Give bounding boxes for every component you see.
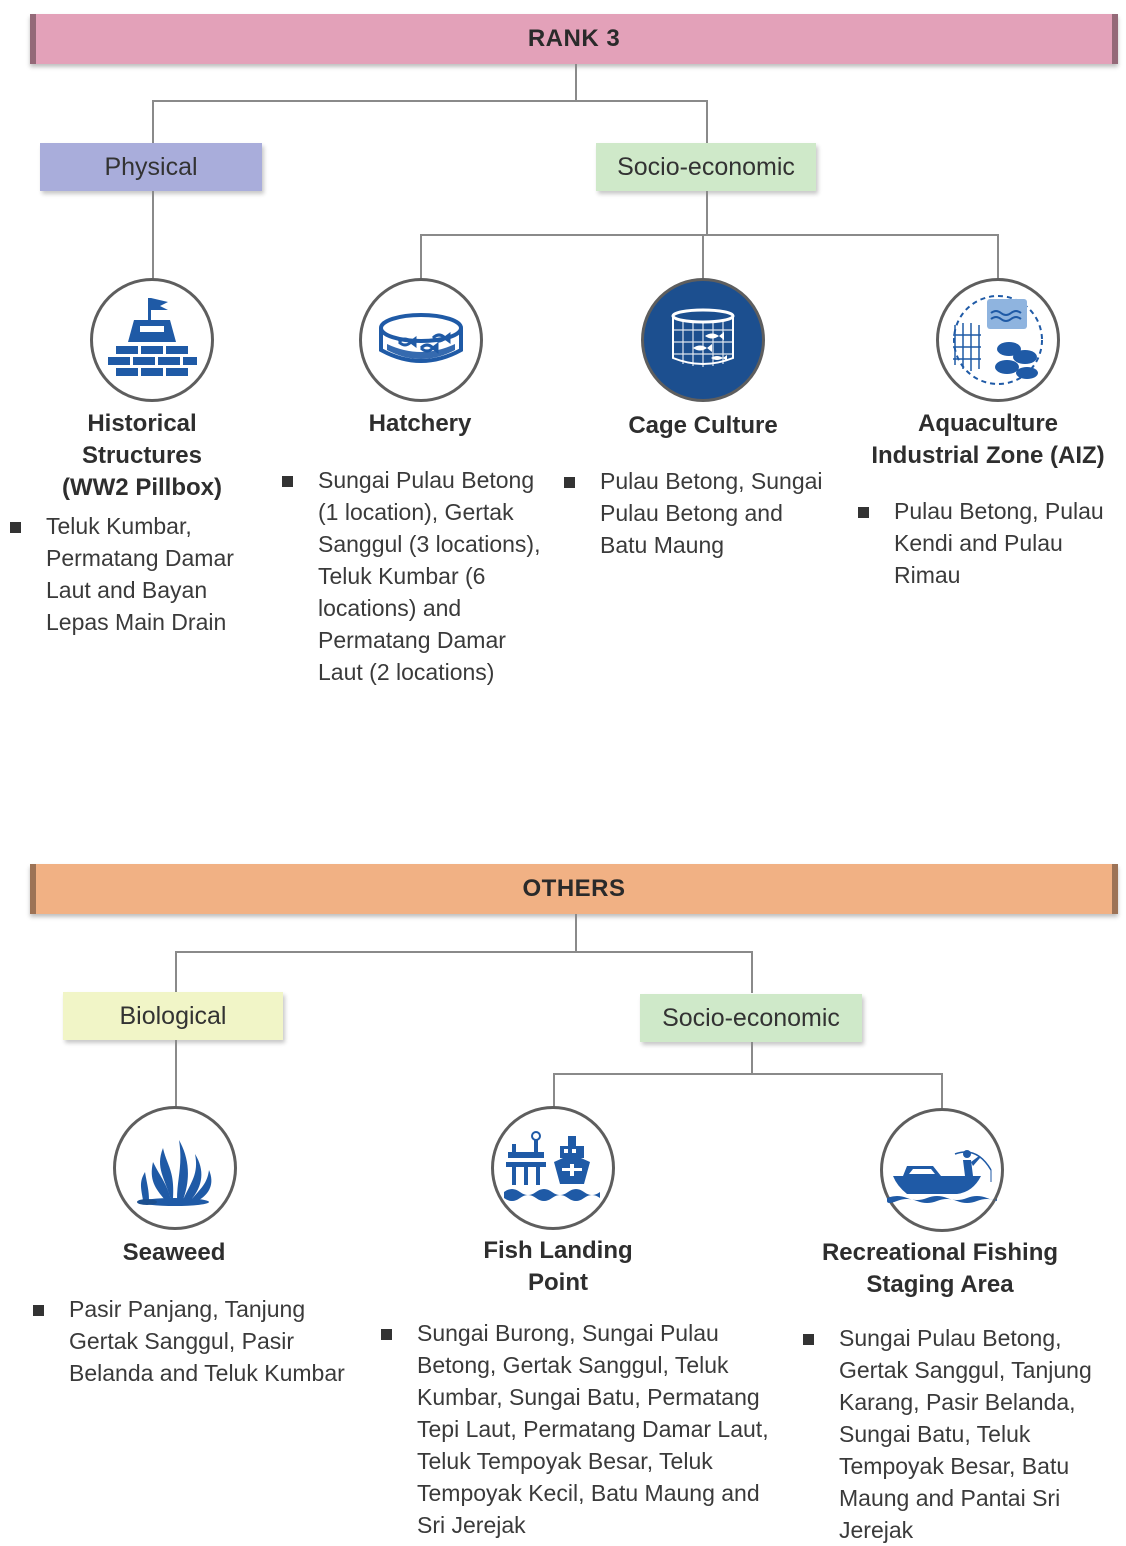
- category-socio-economic: Socio-economic: [596, 143, 816, 191]
- connector: [702, 234, 704, 280]
- title-line: Industrial Zone (AIZ): [871, 442, 1105, 469]
- bullet-marker: [803, 1334, 814, 1345]
- locations-cage-culture: Pulau Betong, Sungai Pulau Betong and Ba…: [564, 465, 823, 561]
- title-line: Aquaculture: [917, 410, 1058, 437]
- title-line: Seaweed: [122, 1239, 226, 1266]
- seaweed-icon: [113, 1106, 237, 1230]
- item-title-cage-culture: Cage Culture: [583, 410, 823, 442]
- connector: [175, 951, 177, 993]
- title-line: Cage Culture: [628, 412, 778, 439]
- item-title-hatchery: Hatchery: [300, 408, 540, 440]
- connector: [575, 914, 577, 952]
- bullet-marker: [564, 477, 575, 488]
- others-header-label: OTHERS: [522, 875, 626, 902]
- title-line: Historical: [87, 410, 197, 437]
- connector: [420, 234, 422, 280]
- locations-text: Sungai Burong, Sungai Pulau Betong, Gert…: [417, 1320, 769, 1538]
- locations-text: Sungai Pulau Betong (1 location), Gertak…: [318, 467, 541, 685]
- locations-text: Pulau Betong, Pulau Kendi and Pulau Rima…: [894, 498, 1104, 588]
- recreational-fishing-boat-icon: [880, 1108, 1004, 1232]
- bullet-marker: [858, 507, 869, 518]
- title-line: (WW2 Pillbox): [62, 474, 222, 501]
- locations-aiz: Pulau Betong, Pulau Kendi and Pulau Rima…: [858, 495, 1104, 591]
- title-line: Fish Landing: [483, 1237, 633, 1264]
- fish-landing-point-icon: [491, 1106, 615, 1230]
- locations-text: Sungai Pulau Betong, Gertak Sanggul, Tan…: [839, 1325, 1092, 1543]
- rank3-header-label: RANK 3: [527, 25, 621, 52]
- item-title-seaweed: Seaweed: [54, 1237, 294, 1269]
- connector: [997, 234, 999, 280]
- connector: [152, 191, 154, 281]
- cage-culture-icon: [641, 278, 765, 402]
- item-title-aiz: Aquaculture Industrial Zone (AIZ): [850, 408, 1126, 472]
- connector: [751, 951, 753, 993]
- connector: [553, 1073, 943, 1075]
- category-socio-economic-label: Socio-economic: [617, 152, 795, 181]
- bullet-marker: [282, 476, 293, 487]
- bullet-marker: [33, 1305, 44, 1316]
- item-title-recreational: Recreational Fishing Staging Area: [790, 1237, 1090, 1301]
- locations-historical: Teluk Kumbar, Permatang Damar Laut and B…: [10, 510, 234, 638]
- item-title-historical: Historical Structures (WW2 Pillbox): [22, 408, 262, 504]
- connector: [575, 64, 577, 101]
- locations-hatchery: Sungai Pulau Betong (1 location), Gertak…: [282, 464, 540, 688]
- category-socio-economic-2: Socio-economic: [640, 994, 862, 1042]
- bullet-marker: [381, 1329, 392, 1340]
- bullet-marker: [10, 522, 21, 533]
- title-line: Point: [528, 1269, 588, 1296]
- connector: [553, 1073, 555, 1109]
- item-title-fish-landing: Fish Landing Point: [418, 1235, 698, 1299]
- locations-seaweed: Pasir Panjang, Tanjung Gertak Sanggul, P…: [33, 1293, 345, 1389]
- category-physical-label: Physical: [104, 152, 198, 181]
- connector: [751, 1042, 753, 1074]
- category-biological: Biological: [63, 992, 283, 1040]
- pillbox-fortress-icon: [90, 278, 214, 402]
- connector: [420, 234, 999, 236]
- locations-text: Pasir Panjang, Tanjung Gertak Sanggul, P…: [69, 1296, 345, 1386]
- category-biological-label: Biological: [119, 1001, 227, 1030]
- category-socio-economic-2-label: Socio-economic: [662, 1003, 840, 1032]
- title-line: Structures: [81, 442, 203, 469]
- connector: [706, 191, 708, 235]
- locations-text: Pulau Betong, Sungai Pulau Betong and Ba…: [600, 468, 823, 558]
- locations-recreational: Sungai Pulau Betong, Gertak Sanggul, Tan…: [803, 1322, 1092, 1546]
- locations-text: Teluk Kumbar, Permatang Damar Laut and B…: [46, 513, 234, 635]
- connector: [152, 100, 154, 144]
- connector: [175, 951, 753, 953]
- title-line: Hatchery: [368, 410, 472, 437]
- aquaculture-zone-icon: [936, 278, 1060, 402]
- connector: [706, 100, 708, 144]
- hatchery-tank-icon: [359, 278, 483, 402]
- locations-fish-landing: Sungai Burong, Sungai Pulau Betong, Gert…: [381, 1317, 769, 1541]
- others-header-bar: OTHERS: [30, 864, 1118, 914]
- title-line: Recreational Fishing: [821, 1239, 1059, 1266]
- connector: [175, 1040, 177, 1112]
- rank3-header-bar: RANK 3: [30, 14, 1118, 64]
- title-line: Staging Area: [866, 1271, 1014, 1298]
- category-physical: Physical: [40, 143, 262, 191]
- connector: [152, 100, 708, 102]
- connector: [941, 1073, 943, 1109]
